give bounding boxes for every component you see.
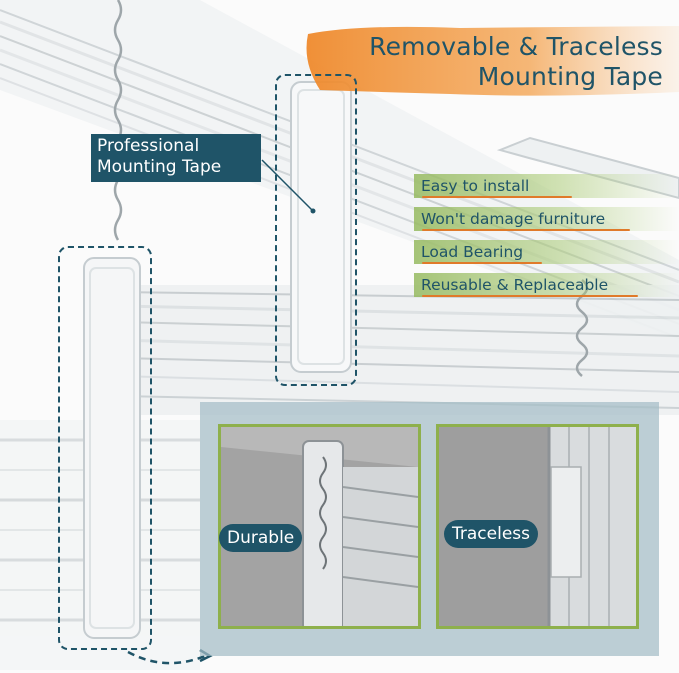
- zigzag-zipper-icon: [113, 0, 123, 241]
- feature-highlight: [414, 207, 679, 231]
- callout-line-2: Mounting Tape: [97, 157, 222, 177]
- feature-label: Easy to install: [421, 177, 530, 195]
- feature-list: Easy to install Won't damage furniture L…: [414, 174, 679, 306]
- orange-brush-stroke: [306, 26, 679, 96]
- headline-line-2: Mounting Tape: [477, 62, 663, 91]
- feature-item: Won't damage furniture: [414, 207, 679, 231]
- headline-text: Removable & Traceless Mounting Tape: [369, 32, 663, 92]
- traceless-inset-photo: [436, 424, 639, 629]
- feature-item: Reusable & Replaceable: [414, 273, 679, 297]
- feature-highlight: [414, 174, 679, 198]
- durable-photo-illustration: [221, 427, 418, 626]
- headline-banner: Removable & Traceless Mounting Tape: [300, 22, 679, 100]
- left-tape-dashed-frame: [58, 246, 152, 650]
- feature-underline: [422, 196, 572, 198]
- callout-line-1: Professional: [97, 136, 200, 156]
- traceless-label: Traceless: [444, 520, 538, 548]
- feature-underline: [422, 295, 638, 297]
- feature-highlight: [414, 240, 679, 264]
- feature-label: Won't damage furniture: [421, 210, 606, 228]
- feature-item: Easy to install: [414, 174, 679, 198]
- feature-label: Load Bearing: [421, 243, 524, 261]
- feature-label: Reusable & Replaceable: [421, 276, 609, 294]
- curved-dashed-arrow-icon: [127, 650, 206, 665]
- durable-label: Durable: [219, 524, 303, 552]
- durable-inset-photo: [218, 424, 421, 629]
- feature-highlight: [414, 273, 679, 297]
- upper-tape-dashed-frame: [275, 74, 357, 386]
- professional-mounting-tape-label: Professional Mounting Tape: [91, 134, 261, 182]
- feature-underline: [422, 262, 542, 264]
- feature-underline: [422, 229, 630, 231]
- headline-line-1: Removable & Traceless: [369, 32, 663, 61]
- traceless-photo-illustration: [439, 427, 636, 626]
- feature-item: Load Bearing: [414, 240, 679, 264]
